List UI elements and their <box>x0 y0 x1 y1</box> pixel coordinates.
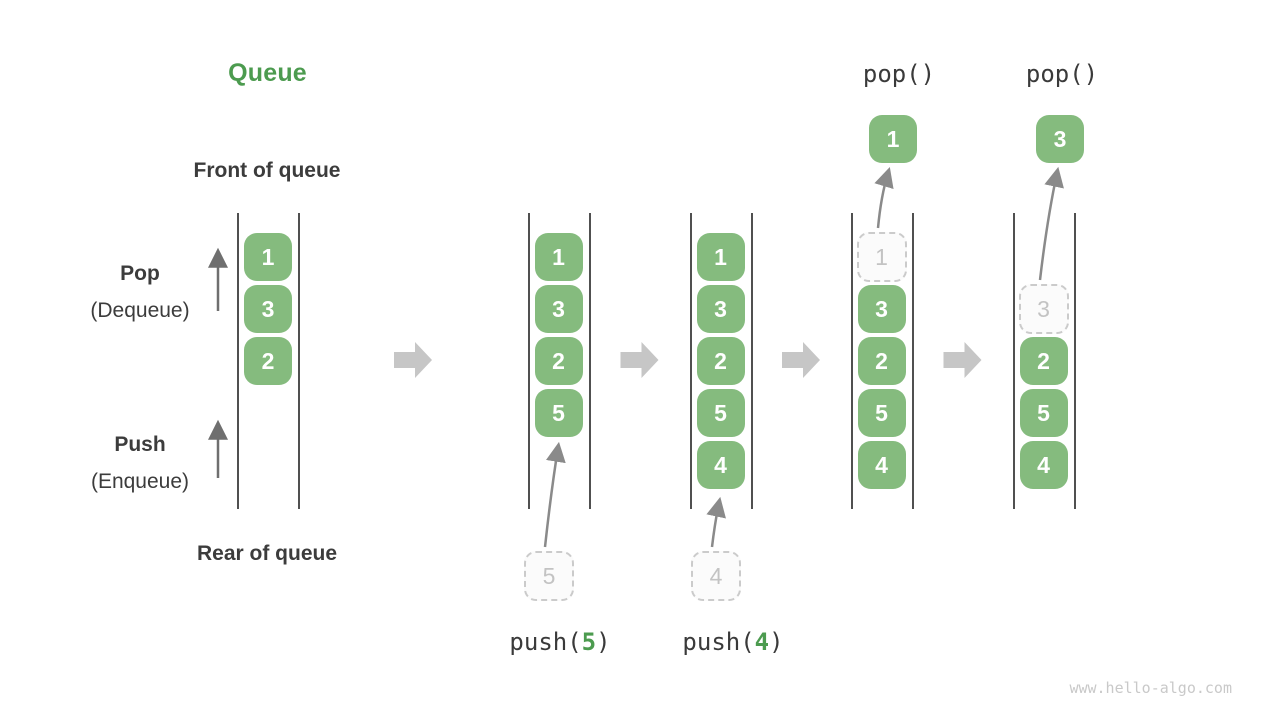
watermark: www.hello-algo.com <box>1069 679 1232 697</box>
popped-value-1: 1 <box>869 115 917 163</box>
pop-operation-label: pop() <box>1026 60 1098 88</box>
queue-3-right-wall <box>750 213 753 509</box>
queue-4-cell-2: 2 <box>857 337 906 385</box>
queue-2-cell-5: 5 <box>534 389 583 437</box>
pop-label: Pop <box>120 262 160 285</box>
incoming-value-4: 4 <box>691 551 741 601</box>
diagram-title: Queue <box>228 59 307 87</box>
push-5-connector-arrow-icon <box>543 441 566 548</box>
queue-3-cell-3: 3 <box>696 285 745 333</box>
pop-label-group: Pop (Dequeue) <box>50 261 230 324</box>
queue-4-cell-5: 5 <box>857 389 906 437</box>
push-label: Push <box>114 433 166 456</box>
queue-3-cell-2: 2 <box>696 337 745 385</box>
op-close-paren-text: ) <box>769 628 784 656</box>
queue-2-cell-3: 3 <box>534 285 583 333</box>
transition-arrow-1-icon <box>394 342 432 378</box>
queue-3-cell-1: 1 <box>696 233 745 281</box>
transition-arrow-3-icon <box>782 342 820 378</box>
op-close-paren-text: ) <box>596 628 611 656</box>
op-function-text: push( <box>509 628 582 656</box>
op-argument-text: 4 <box>754 628 770 656</box>
queue-5-right-wall <box>1073 213 1076 509</box>
queue-5-cell-3-removed: 3 <box>1018 284 1069 334</box>
queue-5-left-wall <box>1012 213 1015 509</box>
queue-4-cell-1-removed: 1 <box>856 232 907 282</box>
queue-3-cell-5: 5 <box>696 389 745 437</box>
queue-4-left-wall <box>850 213 853 509</box>
queue-5-cell-4: 4 <box>1019 441 1068 489</box>
op-argument-text: 5 <box>581 628 597 656</box>
pop-operation-label: pop() <box>863 60 935 88</box>
popped-value-3: 3 <box>1036 115 1084 163</box>
queue-3-left-wall <box>689 213 692 509</box>
transition-arrow-4-icon <box>943 342 982 378</box>
op-function-text: pop() <box>1025 60 1099 88</box>
queue-4-cell-4: 4 <box>857 441 906 489</box>
op-function-text: pop() <box>862 60 936 88</box>
queue-1-cell-3: 3 <box>244 285 292 333</box>
push-operation-label: push(5) <box>509 628 610 656</box>
pop-1-connector-arrow-icon <box>874 167 894 229</box>
queue-4-cell-3: 3 <box>857 285 906 333</box>
push-operation-label: push(4) <box>682 628 783 656</box>
queue-1-left-wall <box>237 213 239 509</box>
incoming-value-5: 5 <box>524 551 574 601</box>
queue-3-cell-4: 4 <box>696 441 745 489</box>
queue-1-cell-1: 1 <box>244 233 292 281</box>
front-of-queue-label: Front of queue <box>193 159 341 182</box>
pop-3-connector-arrow-icon <box>1038 166 1064 281</box>
queue-4-right-wall <box>911 213 914 509</box>
rear-of-queue-label: Rear of queue <box>196 542 338 565</box>
op-function-text: push( <box>682 628 755 656</box>
push-label-group: Push (Enqueue) <box>50 432 230 495</box>
push-4-connector-arrow-icon <box>706 496 726 548</box>
queue-1-right-wall <box>298 213 300 509</box>
queue-2-cell-2: 2 <box>534 337 583 385</box>
queue-2-cell-1: 1 <box>534 233 583 281</box>
dequeue-label: (Dequeue) <box>90 299 190 322</box>
queue-5-cell-5: 5 <box>1019 389 1068 437</box>
queue-2-right-wall <box>588 213 591 509</box>
enqueue-label: (Enqueue) <box>90 470 190 493</box>
transition-arrow-2-icon <box>620 342 659 378</box>
queue-2-left-wall <box>527 213 530 509</box>
queue-1-cell-2: 2 <box>244 337 292 385</box>
queue-5-cell-2: 2 <box>1019 337 1068 385</box>
